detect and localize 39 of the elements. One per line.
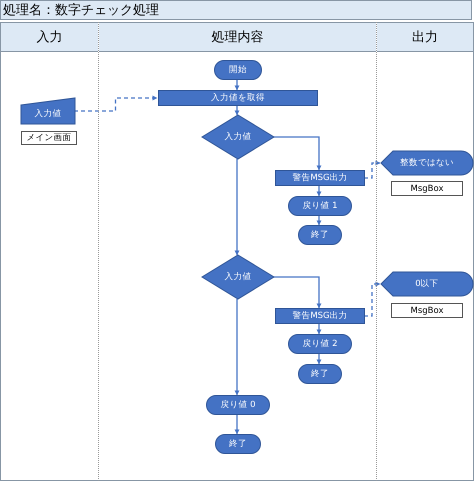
- arrow: [273, 136, 322, 170]
- terminal-shape: 戻り値 0: [206, 395, 270, 415]
- swimlane: [98, 22, 376, 481]
- decision-diamond: 入力値: [202, 115, 274, 159]
- arrow: [316, 186, 322, 196]
- note-box: メイン画面: [21, 131, 77, 145]
- swimlane: [0, 22, 98, 481]
- arrow: [316, 216, 322, 226]
- decision-diamond: 入力値: [202, 255, 274, 299]
- terminal-shape: 終了: [298, 225, 342, 245]
- note-box: MsgBox: [391, 181, 463, 196]
- arrow: [316, 354, 322, 364]
- terminal-shape: 終了: [298, 364, 342, 384]
- arrow: [273, 276, 322, 308]
- lane-header: 入力: [1, 22, 98, 52]
- display-shape: 整数ではない: [381, 151, 473, 175]
- dashed-arrow: [364, 282, 380, 317]
- manual-input-shape: 入力値: [21, 98, 75, 124]
- terminal-shape: 戻り値 1: [288, 196, 352, 216]
- terminal-shape: 開始: [214, 60, 262, 80]
- dashed-arrow: [364, 160, 380, 179]
- diagram-title: 処理名：数字チェック処理: [0, 0, 472, 20]
- arrow: [316, 324, 322, 334]
- process-box: 入力値を取得: [158, 90, 318, 106]
- terminal-shape: 戻り値 2: [288, 334, 352, 354]
- lane-header: 処理内容: [99, 22, 376, 52]
- arrow: [234, 159, 240, 256]
- arrow: [234, 299, 240, 396]
- process-box: 警告MSG出力: [275, 308, 365, 324]
- terminal-shape: 終了: [215, 434, 261, 454]
- note-box: MsgBox: [391, 303, 463, 318]
- lane-header: 出力: [377, 22, 473, 52]
- display-shape: 0以下: [381, 272, 473, 296]
- arrow: [234, 106, 240, 116]
- swimlane: [376, 22, 474, 481]
- arrow: [234, 80, 240, 90]
- arrow: [234, 415, 240, 434]
- dashed-arrow: [74, 96, 158, 112]
- process-box: 警告MSG出力: [275, 170, 365, 186]
